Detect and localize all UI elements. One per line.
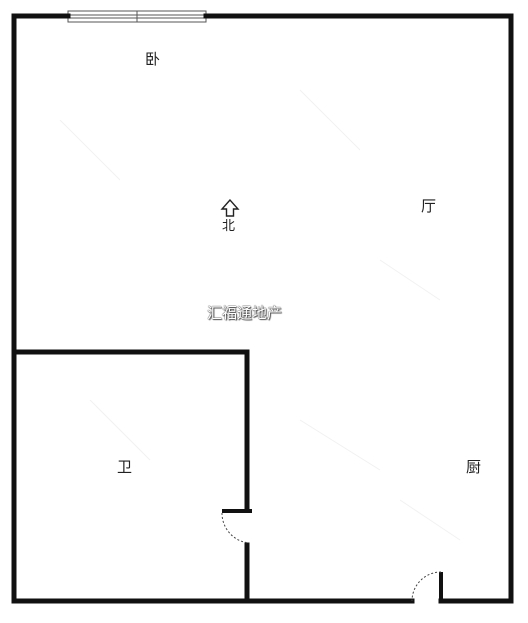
window	[67, 10, 207, 23]
north-label: 北	[222, 219, 236, 234]
watermark: 汇福通地产	[207, 304, 283, 322]
room-label-kitchen: 厨	[466, 458, 482, 476]
room-label-bathroom: 卫	[117, 458, 133, 476]
background-texture	[59, 89, 461, 541]
entrance-door	[411, 571, 443, 603]
outer-walls	[11, 13, 514, 604]
room-label-living: 厅	[421, 197, 437, 215]
bathroom-walls	[11, 349, 250, 604]
north-arrow-icon	[220, 198, 240, 217]
bathroom-door	[221, 509, 252, 544]
room-label-bedroom: 卧	[145, 50, 161, 68]
